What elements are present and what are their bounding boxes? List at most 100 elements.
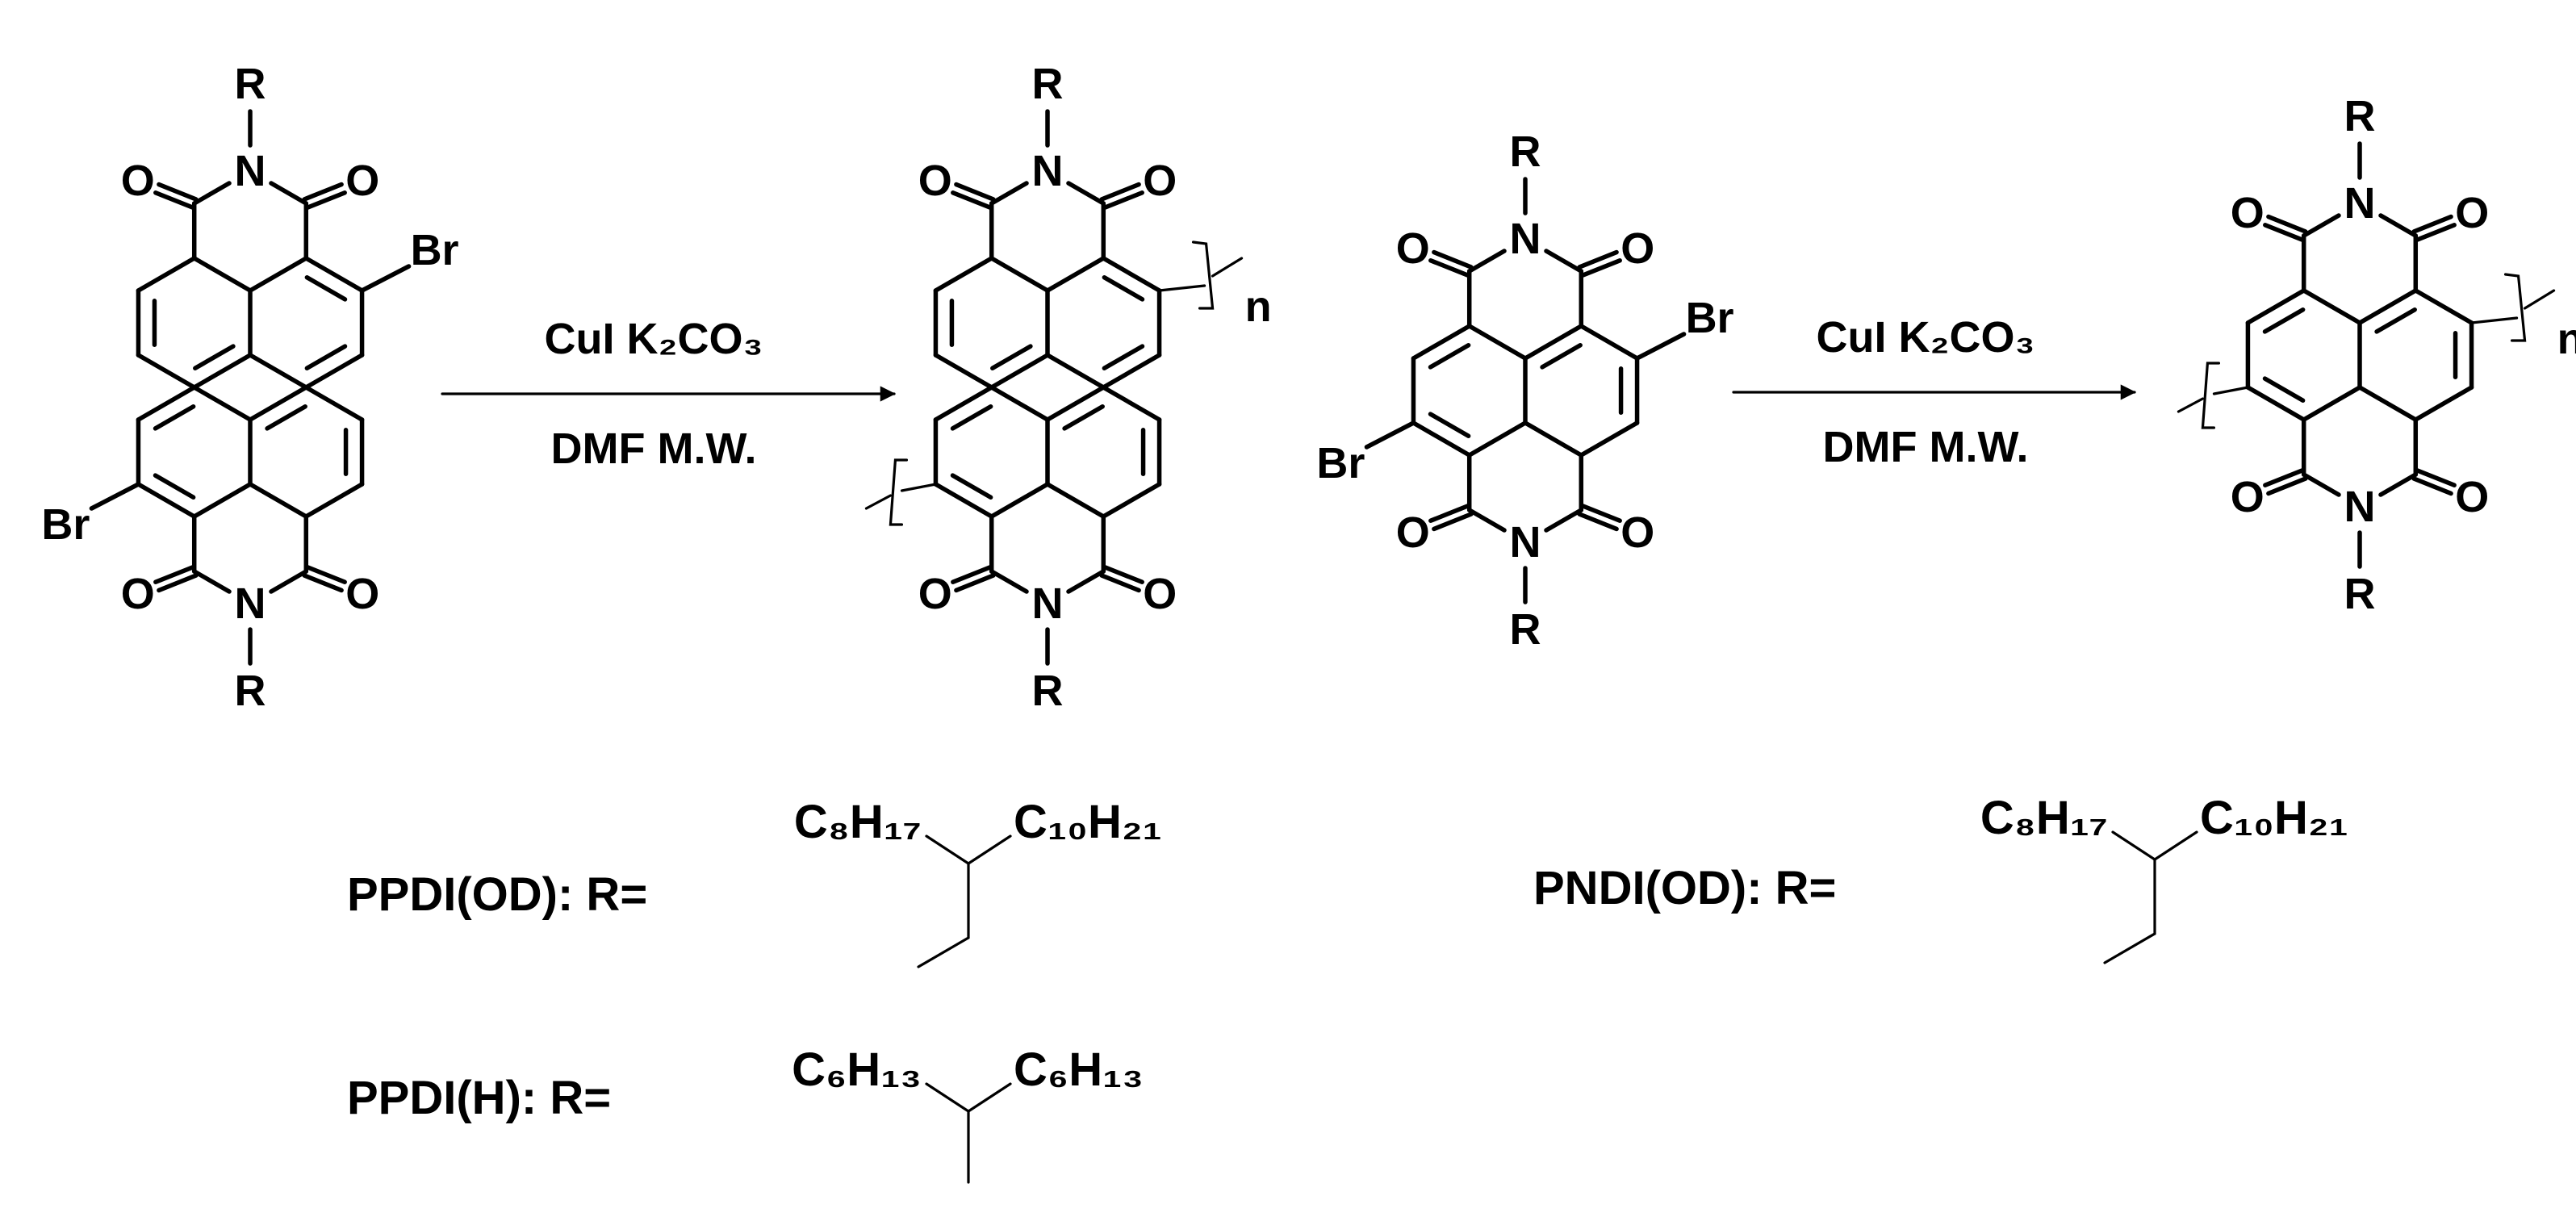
double-bond: [302, 573, 344, 593]
double-bond: [990, 344, 1033, 371]
bond: [1364, 420, 1416, 450]
double-bond: [1577, 249, 1619, 270]
double-bond: [1102, 274, 1145, 302]
r-group-label: R: [1032, 667, 1064, 715]
double-bond: [1428, 342, 1471, 370]
bond: [1045, 256, 1106, 293]
double-bond: [2266, 476, 2308, 496]
double-bond: [153, 190, 195, 210]
alkyl-group-left: C₈H₁₇: [1980, 792, 2108, 844]
oxygen-atom: O: [345, 157, 379, 205]
oxygen-atom: O: [2231, 189, 2264, 237]
reaction-reagents: CuI K₂CO₃: [1817, 313, 2035, 362]
oxygen-atom: O: [1396, 508, 1430, 557]
polymer-bracket: [2201, 362, 2221, 429]
bond: [1066, 181, 1106, 206]
bond: [1101, 353, 1162, 390]
double-bond: [153, 565, 195, 584]
bond: [933, 385, 994, 422]
bond: [248, 482, 309, 519]
double-bond: [1102, 344, 1145, 371]
nitrogen-atom: N: [1032, 147, 1064, 195]
bond: [967, 1082, 1012, 1113]
oxygen-atom: O: [2455, 189, 2489, 237]
bond: [1045, 353, 1106, 390]
nitrogen-atom: N: [235, 579, 266, 628]
double-bond: [2263, 223, 2305, 242]
bond: [1466, 324, 1528, 361]
bond: [1211, 257, 1244, 278]
bond: [1523, 420, 1584, 458]
bond: [1544, 249, 1584, 274]
bond: [989, 256, 1050, 293]
nitrogen-atom: N: [235, 147, 266, 195]
double-bond: [2266, 214, 2308, 234]
double-bond: [2415, 468, 2457, 487]
bond: [917, 936, 970, 968]
bond: [989, 482, 1050, 519]
bond: [1411, 324, 1472, 361]
double-bond: [305, 190, 347, 210]
double-bond: [157, 182, 199, 202]
double-bond: [1062, 404, 1105, 431]
bromine-atom: Br: [1686, 294, 1734, 342]
double-bond: [2262, 307, 2306, 334]
oxygen-atom: O: [1143, 570, 1177, 618]
bond: [1101, 256, 1162, 293]
oxygen-atom: O: [2455, 473, 2489, 521]
bond: [2413, 385, 2474, 422]
double-bond: [951, 190, 993, 210]
double-bond: [1577, 512, 1619, 532]
bond: [359, 264, 412, 293]
oxygen-atom: O: [345, 570, 379, 618]
double-bond: [1428, 258, 1470, 278]
nitrogen-atom: N: [2344, 483, 2376, 531]
oxygen-atom: O: [1396, 224, 1430, 273]
bond: [925, 834, 970, 865]
double-bond: [265, 404, 307, 431]
double-bond: [2263, 468, 2305, 487]
bond: [136, 482, 197, 519]
double-bond: [304, 274, 348, 302]
oxygen-atom: O: [1143, 157, 1177, 205]
double-bond: [1099, 182, 1141, 202]
bond: [2357, 385, 2419, 422]
double-bond: [304, 344, 348, 371]
double-bond: [153, 473, 196, 500]
bond: [2212, 386, 2250, 395]
bond: [933, 482, 994, 519]
r-group-label: R: [235, 667, 266, 715]
bond: [1466, 420, 1528, 458]
double-bond: [2415, 223, 2457, 242]
bond: [989, 181, 1029, 206]
bond: [248, 385, 309, 422]
r-group-label: R: [1510, 128, 1541, 176]
double-bond: [1580, 258, 1622, 278]
double-bond: [2374, 307, 2417, 334]
double-bond: [193, 344, 236, 371]
r-group-label: R: [1032, 60, 1064, 108]
polymer-r-label: PPDI(H): R=: [347, 1072, 611, 1124]
bond: [191, 569, 232, 594]
r-group-label: R: [1510, 605, 1541, 654]
bond: [2301, 472, 2341, 497]
bond: [925, 1082, 970, 1113]
bond: [248, 353, 309, 390]
bond: [269, 181, 309, 206]
double-bond: [1428, 412, 1471, 439]
double-bond: [950, 404, 993, 431]
bond: [136, 353, 197, 390]
bond: [967, 834, 1012, 865]
bond: [989, 569, 1029, 594]
bond: [1579, 324, 1640, 361]
bond: [191, 385, 253, 422]
repeat-unit-n: n: [2557, 315, 2576, 363]
double-bond: [950, 473, 993, 500]
oxygen-atom: O: [918, 157, 952, 205]
bond: [1544, 508, 1584, 533]
